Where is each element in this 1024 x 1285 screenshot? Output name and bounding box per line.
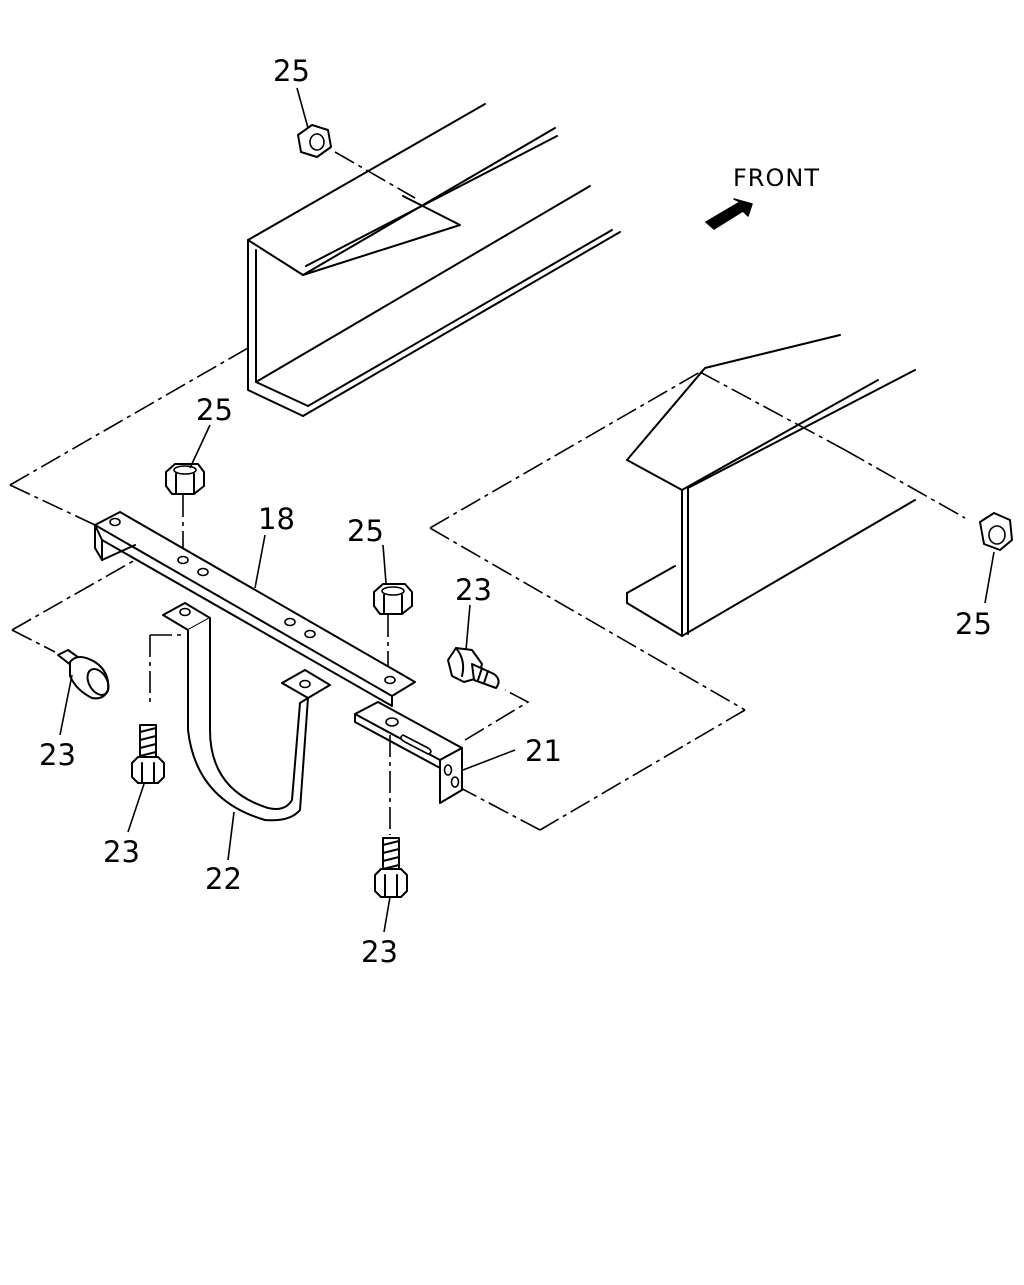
callout-23-left: 23 xyxy=(39,738,76,772)
right-frame-rail xyxy=(626,334,916,637)
nut-25-mid xyxy=(165,463,205,495)
bolt-23-left xyxy=(57,649,110,700)
nut-25-right xyxy=(979,512,1013,551)
callout-23-lower: 23 xyxy=(103,835,140,869)
bolt-23-lower xyxy=(131,724,165,784)
u-strap-22 xyxy=(162,602,331,822)
bracket-18 xyxy=(94,511,416,707)
callout-25-mid: 25 xyxy=(196,393,233,427)
bolt-23-right xyxy=(447,647,500,689)
alignment-lines xyxy=(9,151,966,835)
bracket-21 xyxy=(354,701,463,804)
front-label: FRONT xyxy=(733,164,820,192)
callout-18: 18 xyxy=(258,502,295,536)
nut-25-top xyxy=(297,124,332,158)
callout-23-bottom: 23 xyxy=(361,935,398,969)
upper-frame-rail xyxy=(247,103,621,417)
front-arrow-icon xyxy=(705,198,753,230)
callout-25-center: 25 xyxy=(347,514,384,548)
callout-21: 21 xyxy=(525,734,562,768)
callouts: 25 25 18 25 23 25 21 23 23 22 23 xyxy=(39,54,992,969)
nut-25-center xyxy=(373,583,413,615)
callout-22: 22 xyxy=(205,862,242,896)
bolt-23-bottom xyxy=(374,837,408,898)
callout-23-right: 23 xyxy=(455,573,492,607)
callout-25-top: 25 xyxy=(273,54,310,88)
callout-25-right: 25 xyxy=(955,607,992,641)
leader-lines xyxy=(59,87,995,933)
